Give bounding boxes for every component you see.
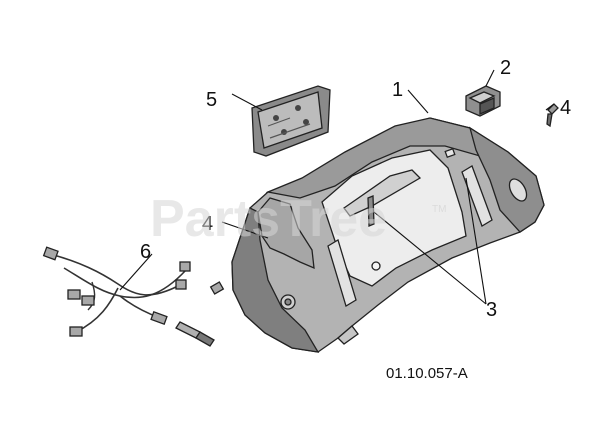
watermark: PartsTree [150,190,387,248]
callout-4-right: 4 [560,97,571,119]
screw-part-right [546,103,559,128]
dash-panel-housing [231,117,545,353]
switch-bracket [465,85,501,117]
diagram-reference-code: 01.10.057-A [386,365,468,382]
gauge-panel [251,85,331,157]
callout-2: 2 [500,57,511,79]
leader-lines [119,69,555,305]
callout-4-left: 4 [202,213,213,235]
callout-6: 6 [140,241,151,263]
wiring-harness [42,246,225,347]
callout-labels: 1 2 3 4 4 5 6 [140,57,571,321]
callout-1: 1 [392,79,403,101]
callout-5: 5 [206,89,217,111]
callout-3: 3 [486,299,497,321]
watermark-trademark: TM [432,204,446,215]
